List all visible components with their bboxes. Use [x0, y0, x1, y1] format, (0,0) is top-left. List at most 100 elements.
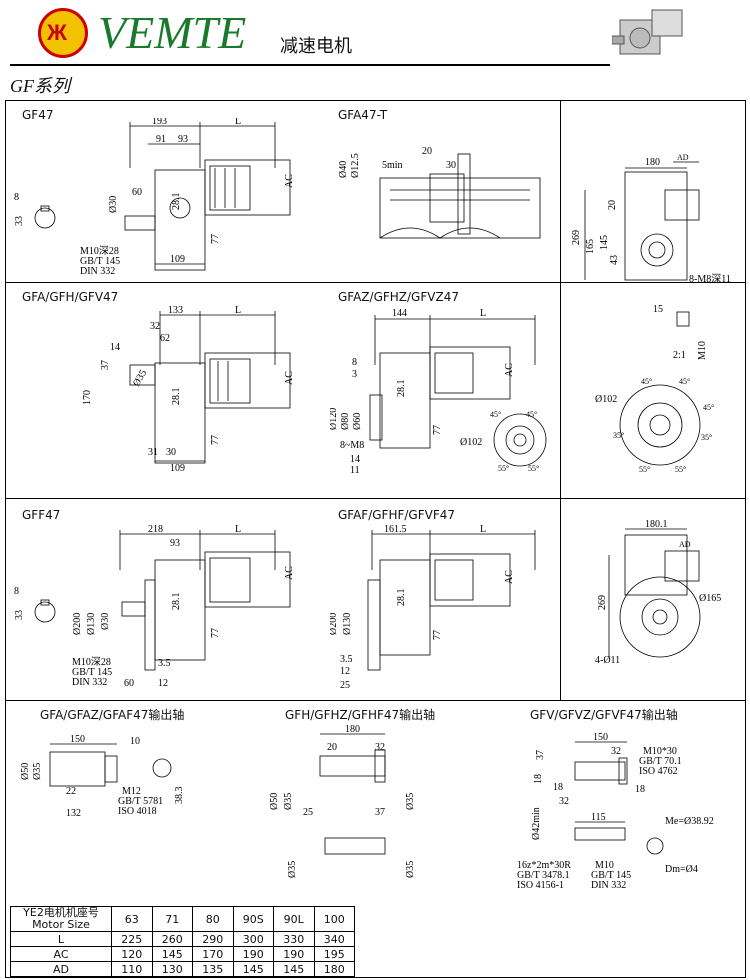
svg-text:15: 15 — [653, 304, 663, 315]
svg-text:Me=Ø38.92: Me=Ø38.92 — [665, 816, 714, 827]
svg-text:150: 150 — [593, 732, 608, 743]
svg-text:28.1: 28.1 — [396, 589, 407, 607]
svg-text:165: 165 — [585, 239, 596, 254]
svg-text:33: 33 — [14, 216, 25, 226]
svg-text:Ø35: Ø35 — [283, 793, 294, 810]
svg-text:28.1: 28.1 — [171, 388, 182, 406]
svg-text:45°: 45° — [679, 377, 690, 386]
table-cell: 340 — [313, 931, 355, 947]
svg-text:Ø42min: Ø42min — [531, 807, 542, 840]
drawing-flange-middle: 15 2:1 M10 45°45° 45° Ø102 35°35° 55°55° — [595, 304, 714, 474]
svg-text:77: 77 — [432, 630, 443, 640]
svg-text:L: L — [235, 118, 241, 127]
svg-text:Ø60: Ø60 — [352, 413, 363, 430]
svg-text:Ø200: Ø200 — [72, 613, 83, 635]
svg-text:AC: AC — [504, 363, 515, 377]
table-cell: 130 — [151, 961, 193, 977]
gearmotor-photo — [612, 9, 683, 55]
table-cell: 260 — [151, 931, 193, 947]
svg-text:M10深28: M10深28 — [80, 245, 119, 257]
svg-text:8: 8 — [14, 192, 19, 203]
table-row: AC 120 145 170 190 190 195 — [10, 946, 355, 962]
table-row: L 225 260 290 300 330 340 — [10, 931, 355, 947]
svg-text:10: 10 — [130, 736, 140, 747]
svg-text:77: 77 — [210, 435, 221, 445]
svg-text:180: 180 — [645, 157, 660, 168]
drawing-shaft-gfa: 150 Ø50 Ø35 22 132 10 M12 GB/T 5781 ISO … — [20, 734, 185, 819]
svg-text:Ø80: Ø80 — [340, 413, 351, 430]
table-row-label: AD — [10, 961, 112, 977]
svg-text:Ø35: Ø35 — [131, 368, 149, 388]
panel-title-gff47: GFF47 — [22, 508, 61, 522]
svg-text:45°: 45° — [703, 403, 714, 412]
grid-line — [5, 700, 745, 701]
svg-text:33: 33 — [14, 610, 25, 620]
svg-text:12: 12 — [158, 678, 168, 689]
svg-text:45°: 45° — [641, 377, 652, 386]
svg-text:22: 22 — [66, 786, 76, 797]
brand-logo: Ж — [38, 8, 88, 58]
svg-text:Ø35: Ø35 — [287, 861, 298, 878]
grid-line — [5, 100, 745, 101]
panel-title-gfa-gfh-gfv47: GFA/GFH/GFV47 — [22, 290, 119, 304]
svg-text:M10深28: M10深28 — [72, 656, 111, 668]
panel-title-shaft-gfh: GFH/GFHZ/GFHF47输出轴 — [285, 708, 436, 722]
panel-title-gfaz: GFAZ/GFHZ/GFVZ47 — [338, 290, 459, 304]
drawing-shaft-gfv: 150 32 37 18 18 32 18 M10*30 GB/T 70.1 I… — [517, 732, 714, 891]
svg-text:35°: 35° — [613, 431, 624, 440]
svg-text:Ø165: Ø165 — [699, 593, 721, 604]
svg-text:218: 218 — [148, 524, 163, 535]
svg-text:M10: M10 — [595, 860, 614, 871]
table-cell: 225 — [111, 931, 153, 947]
svg-text:Ø50: Ø50 — [20, 763, 31, 780]
svg-text:Ø35: Ø35 — [405, 793, 416, 810]
svg-text:Ø50: Ø50 — [269, 793, 280, 810]
svg-text:18: 18 — [533, 774, 544, 784]
svg-text:8-M8深11: 8-M8深11 — [689, 273, 731, 285]
svg-text:5min: 5min — [382, 160, 403, 171]
svg-text:77: 77 — [210, 234, 221, 244]
table-cell: 180 — [313, 961, 355, 977]
svg-text:AC: AC — [284, 371, 295, 385]
svg-text:43: 43 — [609, 255, 620, 265]
svg-text:28.1: 28.1 — [396, 380, 407, 398]
table-cell: 190 — [273, 946, 315, 962]
grid-line — [560, 100, 561, 700]
table-cell: 63 — [111, 906, 153, 932]
svg-text:180: 180 — [345, 724, 360, 735]
grid-line — [5, 100, 6, 978]
svg-text:DIN 332: DIN 332 — [591, 880, 626, 891]
brand-name: VEMTE — [98, 7, 247, 58]
svg-text:Ø30: Ø30 — [100, 613, 111, 630]
svg-text:37: 37 — [100, 360, 111, 370]
svg-text:55°: 55° — [528, 464, 539, 473]
svg-text:62: 62 — [160, 333, 170, 344]
svg-text:8: 8 — [352, 357, 357, 368]
svg-text:18: 18 — [553, 782, 563, 793]
svg-text:8: 8 — [14, 586, 19, 597]
svg-text:32: 32 — [559, 796, 569, 807]
svg-text:DIN 332: DIN 332 — [80, 266, 115, 277]
svg-text:20: 20 — [607, 200, 618, 210]
svg-text:193: 193 — [152, 118, 167, 127]
svg-text:DIN 332: DIN 332 — [72, 677, 107, 688]
svg-text:91: 91 — [156, 134, 166, 145]
svg-text:133: 133 — [168, 305, 183, 316]
svg-text:28.1: 28.1 — [171, 593, 182, 611]
svg-text:Ø35: Ø35 — [32, 763, 43, 780]
svg-text:GB/T 145: GB/T 145 — [80, 256, 120, 267]
svg-text:Ø130: Ø130 — [86, 613, 97, 635]
svg-text:2:1: 2:1 — [673, 350, 686, 361]
svg-text:32: 32 — [611, 746, 621, 757]
svg-text:AD: AD — [677, 153, 689, 162]
svg-text:Ø102: Ø102 — [595, 394, 617, 405]
page-header: Ж VEMTE 减速电机 — [0, 0, 750, 70]
svg-text:GB/T 145: GB/T 145 — [591, 870, 631, 881]
svg-text:ISO 4018: ISO 4018 — [118, 806, 157, 817]
grid-line — [5, 498, 745, 499]
svg-text:20: 20 — [422, 146, 432, 157]
